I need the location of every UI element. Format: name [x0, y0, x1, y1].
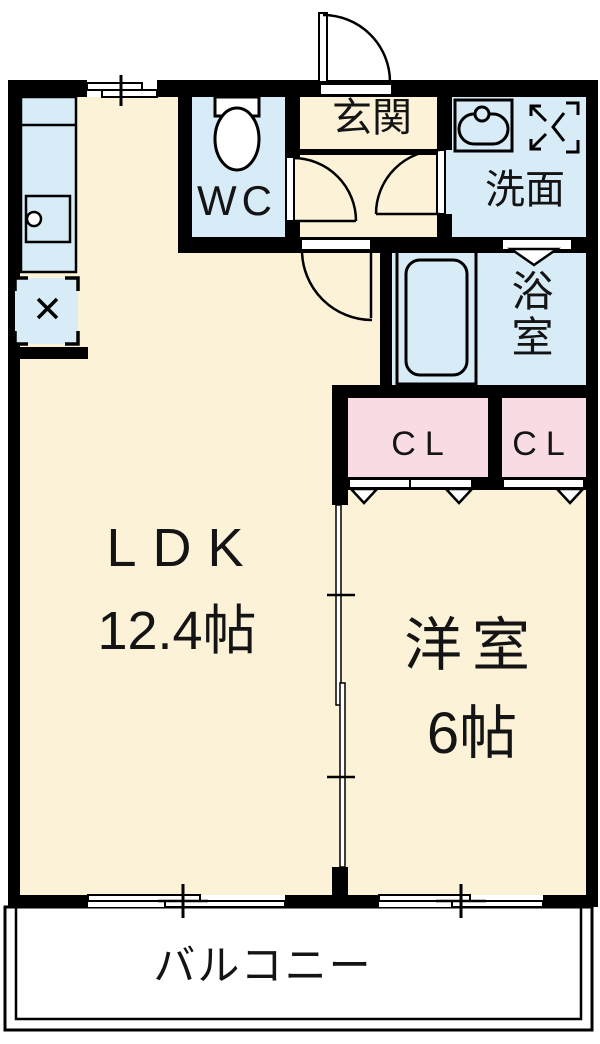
kitchen-counter-icon [19, 95, 78, 274]
closet2-label: CL [512, 425, 574, 463]
bathroom-label: 浴室 [506, 269, 553, 361]
western-room-label: 洋室 [403, 613, 541, 678]
closet-door-markers [348, 478, 586, 505]
bathroom-folding-door-icon [501, 238, 573, 267]
ldk-size-label: 12.4帖 [97, 601, 257, 661]
closet1-floor [348, 398, 488, 477]
wc-door-swing-icon [285, 156, 358, 223]
balcony-label: バルコニー [153, 942, 373, 989]
wash-basin-icon [453, 98, 514, 153]
washroom-floor [452, 97, 586, 237]
balcony-border [3, 905, 594, 1032]
window-top-icon [86, 75, 158, 106]
closet1-label: CL [391, 425, 453, 463]
toilet-icon [213, 95, 261, 172]
entrance-step-line [297, 149, 437, 155]
ldk-label: LDK [106, 518, 260, 578]
western-room-size-label: 6帖 [426, 701, 518, 766]
entrance-label: 玄関 [332, 96, 412, 140]
refrigerator-space-icon [13, 276, 80, 346]
bathroom-floor [392, 250, 586, 385]
window-ldk-balcony-icon [87, 884, 286, 918]
bathtub-icon [395, 249, 478, 386]
washroom-label: 洗面 [485, 168, 565, 212]
wc-label: WC [197, 177, 277, 224]
ldk-door-swing-icon [300, 238, 373, 322]
closet2-floor [502, 398, 586, 477]
window-bedroom-balcony-icon [378, 884, 544, 918]
washing-machine-space-icon [529, 101, 580, 154]
closet-floors [348, 398, 586, 477]
sliding-partition [327, 504, 355, 868]
entrance-door-swing-icon [318, 12, 393, 96]
washroom-door-swing-icon [374, 148, 446, 216]
